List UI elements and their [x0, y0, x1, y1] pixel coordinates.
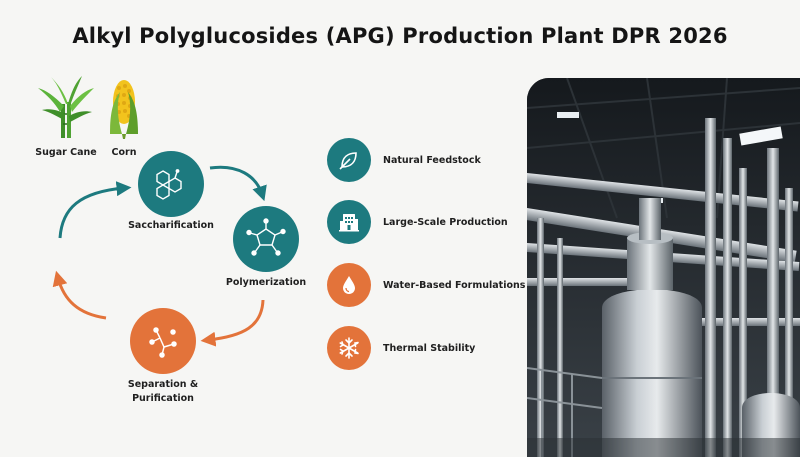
step-label-saccharification: Saccharification	[128, 220, 214, 231]
process-cycle-arrows	[52, 165, 267, 347]
arrow-feed-to-saccharification	[58, 181, 132, 239]
feature-label: Natural Feedstock	[383, 154, 481, 166]
saccharification-circle	[138, 151, 204, 217]
feature-label: Water-Based Formulations	[383, 279, 526, 291]
step-label-line: Separation &	[127, 379, 199, 390]
feature-label: Large-Scale Production	[383, 216, 508, 228]
raw-material-corn: Corn	[96, 76, 152, 158]
raw-material-label: Corn	[111, 147, 137, 158]
production-plant-photo	[527, 78, 800, 457]
page-title: Alkyl Polyglucosides (APG) Production Pl…	[72, 24, 728, 48]
feature-water-based-formulations: Water-Based Formulations	[327, 263, 525, 307]
feature-natural-feedstock: Natural Feedstock	[327, 138, 481, 182]
corn-icon	[110, 80, 138, 139]
snowflake-icon	[339, 337, 359, 359]
arrow-separation-to-saccharification	[52, 270, 107, 320]
feature-circle	[327, 326, 371, 370]
sugar-cane-icon	[38, 76, 94, 138]
feature-label: Thermal Stability	[383, 342, 476, 354]
branch-molecule-icon	[149, 327, 177, 358]
feature-circle	[327, 263, 371, 307]
step-label-polymerization: Polymerization	[225, 277, 307, 288]
arrow-polymerization-to-separation	[200, 299, 265, 347]
raw-material-label: Sugar Cane	[35, 147, 97, 158]
factory-icon	[339, 214, 359, 232]
raw-material-sugar-cane: Sugar Cane	[26, 74, 106, 158]
water-drop-icon	[343, 276, 355, 294]
feature-large-scale-production: Large-Scale Production	[327, 200, 508, 244]
feature-circle	[327, 138, 371, 182]
polymerization-circle	[233, 206, 299, 272]
arrow-saccharification-to-polymerization	[209, 165, 267, 202]
ring-molecule-icon	[246, 218, 286, 256]
feature-circle	[327, 200, 371, 244]
step-label-separation-purification: Separation & Purification	[108, 378, 218, 406]
step-label-line: Purification	[132, 393, 194, 404]
leaf-icon	[339, 152, 357, 170]
feature-thermal-stability: Thermal Stability	[327, 326, 475, 370]
hexagon-molecule-icon	[156, 169, 182, 200]
separation-circle	[130, 308, 196, 374]
